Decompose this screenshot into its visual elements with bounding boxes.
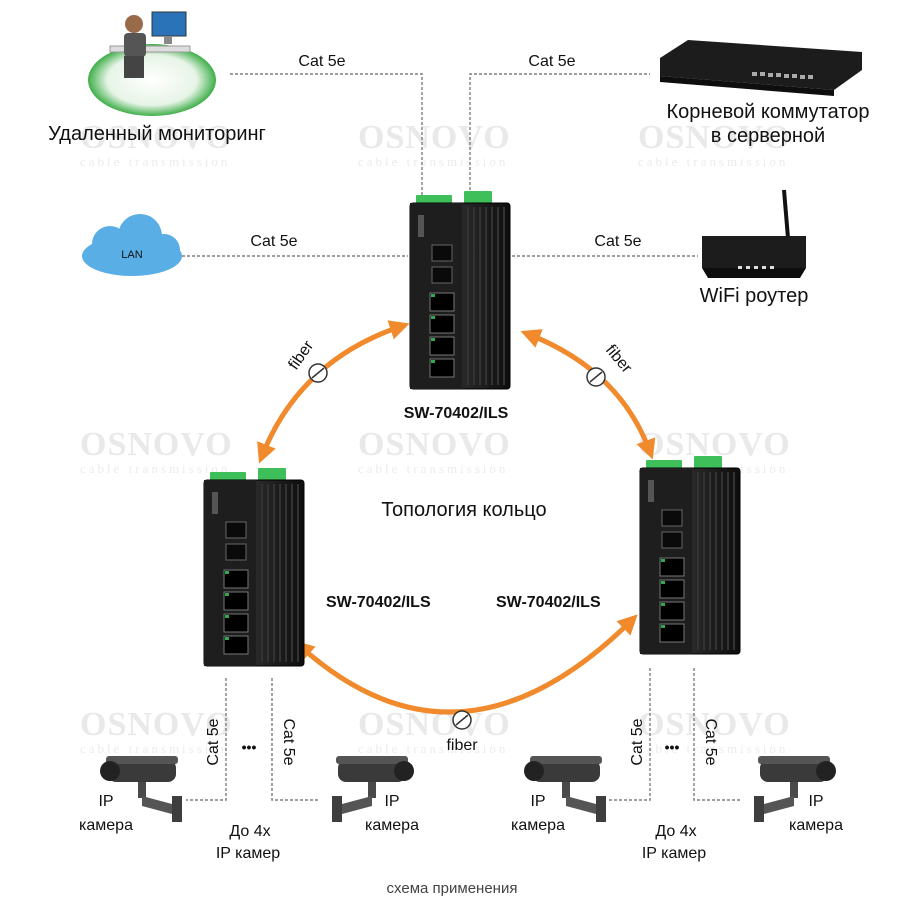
svg-text:OSNOVO: OSNOVO <box>638 119 791 156</box>
lan-node: LAN <box>82 214 182 276</box>
remote-monitoring-node: Удаленный мониторинг <box>48 11 266 145</box>
root-switch-label-line2: в серверной <box>711 125 825 147</box>
svg-text:OSNOVO: OSNOVO <box>358 119 511 156</box>
svg-text:cable transmission: cable transmission <box>80 741 230 756</box>
fiber-connector-icon <box>452 710 472 730</box>
cable-camera-lr <box>271 678 320 801</box>
cable-camera-ll <box>186 678 227 801</box>
cat5e-cables <box>182 73 742 801</box>
fiber-connector-icon <box>308 363 328 383</box>
cable-label-camera-ll: Cat 5e <box>205 718 222 765</box>
switch-right-label: SW-70402/ILS <box>496 594 601 611</box>
cable-label-remote-monitoring: Cat 5e <box>298 53 345 70</box>
cable-label-root-switch: Cat 5e <box>528 53 575 70</box>
rack-switch-icon <box>660 40 862 96</box>
router-icon <box>702 189 806 278</box>
svg-text:OSNOVO: OSNOVO <box>80 426 233 463</box>
upto-cameras-right-line2: IP камер <box>642 845 706 862</box>
fiber-arc-top-right <box>520 329 656 460</box>
cable-label-camera-lr: Cat 5e <box>280 718 297 765</box>
svg-text:OSNOVO: OSNOVO <box>638 706 791 743</box>
cable-root-switch <box>469 73 650 195</box>
svg-text:cable transmission: cable transmission <box>358 154 508 169</box>
svg-text:cable transmission: cable transmission <box>80 154 230 169</box>
svg-text:cable transmission: cable transmission <box>358 741 508 756</box>
svg-text:IP: IP <box>98 793 113 810</box>
cable-label-wifi: Cat 5e <box>594 233 641 250</box>
upto-cameras-left-line1: До 4х <box>229 823 270 840</box>
cable-label-camera-rr: Cat 5e <box>702 718 719 765</box>
more-cameras-ellipsis-left: ••• <box>242 739 257 755</box>
fiber-connector-icon <box>586 367 606 387</box>
fiber-ring <box>257 320 656 730</box>
svg-text:OSNOVO: OSNOVO <box>80 706 233 743</box>
lan-label: LAN <box>121 249 142 261</box>
switch-top: SW-70402/ILS <box>404 190 511 422</box>
svg-text:OSNOVO: OSNOVO <box>80 119 233 156</box>
camera-lr: IP камера <box>332 756 419 834</box>
fiber-label-right: fiber <box>602 342 635 377</box>
switch-left: SW-70402/ILS <box>203 467 431 667</box>
cable-remote-monitoring <box>230 73 423 195</box>
svg-text:cable transmission: cable transmission <box>638 154 788 169</box>
root-switch-label-line1: Корневой коммутатор <box>667 101 870 123</box>
switch-top-label: SW-70402/ILS <box>404 405 509 422</box>
svg-text:камера: камера <box>511 817 565 834</box>
remote-monitoring-label: Удаленный мониторинг <box>48 123 266 145</box>
svg-text:камера: камера <box>365 817 419 834</box>
upto-cameras-left-line2: IP камер <box>216 845 280 862</box>
svg-text:OSNOVO: OSNOVO <box>358 426 511 463</box>
svg-text:камера: камера <box>789 817 843 834</box>
svg-text:cable transmission: cable transmission <box>638 741 788 756</box>
camera-rr: IP камера <box>754 756 843 834</box>
svg-text:cable transmission: cable transmission <box>358 461 508 476</box>
svg-text:cable transmission: cable transmission <box>80 461 230 476</box>
root-switch-node: Корневой коммутатор в серверной <box>660 40 869 147</box>
workstation-icon <box>88 11 216 116</box>
cable-label-camera-rl: Cat 5e <box>629 718 646 765</box>
fiber-arc-bottom <box>294 614 638 715</box>
cable-camera-rr <box>693 668 742 801</box>
svg-text:IP: IP <box>808 793 823 810</box>
cable-camera-rl <box>608 668 651 801</box>
wifi-router-node: WiFi роутер <box>700 189 809 307</box>
cable-label-lan: Cat 5e <box>250 233 297 250</box>
fiber-label-bottom: fiber <box>446 737 478 754</box>
diagram-caption: схема применения <box>387 880 518 897</box>
switch-right: SW-70402/ILS <box>496 455 741 655</box>
cloud-icon <box>82 214 182 276</box>
svg-text:камера: камера <box>79 817 133 834</box>
camera-ll: IP камера <box>79 756 182 834</box>
svg-text:IP: IP <box>530 793 545 810</box>
camera-rl: IP камера <box>511 756 606 834</box>
switch-left-label: SW-70402/ILS <box>326 594 431 611</box>
more-cameras-ellipsis-right: ••• <box>665 739 680 755</box>
watermark-grid: OSNOVO cable transmission OSNOVO cable t… <box>80 119 791 756</box>
svg-text:IP: IP <box>384 793 399 810</box>
wifi-router-label: WiFi роутер <box>700 285 809 307</box>
diagram-title: Топология кольцо <box>381 499 546 521</box>
upto-cameras-right-line1: До 4х <box>655 823 696 840</box>
